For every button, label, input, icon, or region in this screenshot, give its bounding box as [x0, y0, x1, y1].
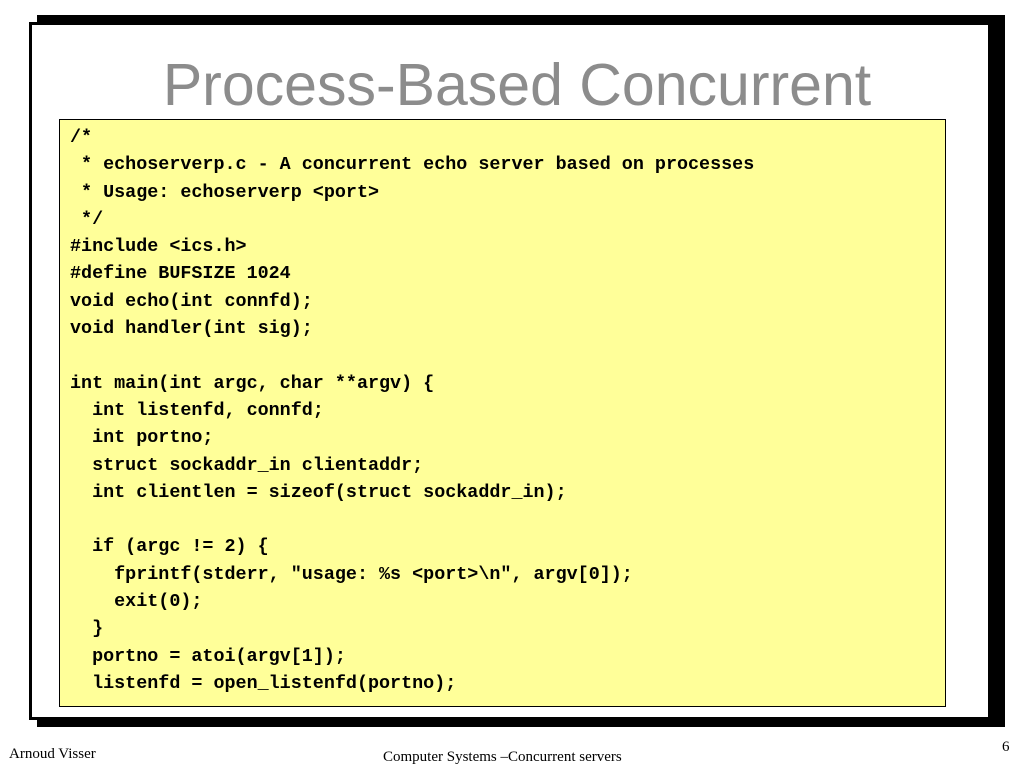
- code-line: * echoserverp.c - A concurrent echo serv…: [70, 154, 755, 176]
- code-line: int clientlen = sizeof(struct sockaddr_i…: [70, 481, 567, 503]
- code-line: void echo(int connfd);: [70, 290, 313, 312]
- code-line: void handler(int sig);: [70, 318, 313, 340]
- code-line: int portno;: [70, 427, 214, 449]
- code-line: */: [70, 208, 104, 230]
- page-number: 6: [1002, 739, 1010, 755]
- code-line: int main(int argc, char **argv) {: [70, 372, 435, 394]
- code-line: * Usage: echoserverp <port>: [70, 181, 380, 203]
- slide-title: Process-Based Concurrent: [162, 52, 872, 118]
- code-box: [59, 119, 946, 707]
- code-line: struct sockaddr_in clientaddr;: [70, 454, 424, 476]
- code-line: #include <ics.h>: [70, 236, 247, 258]
- code-line: [70, 506, 754, 533]
- code-line: }: [70, 618, 104, 640]
- code-line: #define BUFSIZE 1024: [70, 263, 291, 285]
- footer-course: Computer Systems –Concurrent servers: [383, 749, 622, 765]
- code-line: portno = atoi(argv[1]);: [70, 645, 346, 667]
- code-line: listenfd = open_listenfd(portno);: [70, 672, 457, 694]
- code-line: if (argc != 2) {: [70, 536, 269, 558]
- code-line: int listenfd, connfd;: [70, 399, 324, 421]
- code-listing: /* * echoserverp.c - A concurrent echo s…: [70, 124, 754, 697]
- code-line: fprintf(stderr, "usage: %s <port>\n", ar…: [70, 563, 633, 585]
- code-line: [70, 342, 754, 369]
- code-line: exit(0);: [70, 591, 203, 613]
- code-line: /*: [70, 127, 93, 148]
- footer-author: Arnoud Visser: [9, 746, 96, 762]
